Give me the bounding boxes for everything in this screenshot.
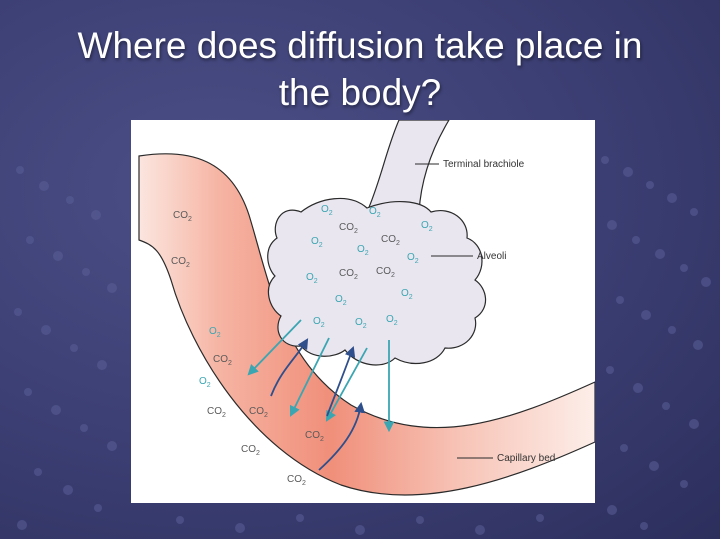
slide-title: Where does diffusion take place in the b… [20,22,700,116]
svg-text:O2: O2 [321,204,333,217]
terminal-brachiole-label: Terminal brachiole [443,159,525,170]
svg-text:CO2: CO2 [173,210,192,223]
svg-text:O2: O2 [421,220,433,233]
svg-text:CO2: CO2 [381,234,400,247]
o2-arrow-2 [289,337,330,417]
svg-text:CO2: CO2 [171,256,190,269]
alveolus [267,197,487,366]
svg-text:O2: O2 [199,376,211,389]
svg-text:O2: O2 [355,317,367,330]
capillary-bed [138,153,595,496]
svg-text:CO2: CO2 [339,222,358,235]
svg-text:O2: O2 [313,316,325,329]
co2-arrow-2 [326,345,356,417]
terminal-bronchiole [366,120,450,213]
svg-text:O2: O2 [209,326,221,339]
svg-text:CO2: CO2 [339,268,358,281]
co2-molecules: CO2 CO2 CO2 CO2 CO2 CO2 CO2 CO2 CO2 CO2 … [171,210,400,487]
capillary-bed-label: Capillary bed [497,453,555,464]
diagram-panel: CO2 CO2 CO2 CO2 CO2 CO2 CO2 CO2 CO2 CO2 … [131,120,595,503]
diffusion-diagram: CO2 CO2 CO2 CO2 CO2 CO2 CO2 CO2 CO2 CO2 … [138,120,595,496]
svg-text:CO2: CO2 [376,266,395,279]
o2-molecules: O2 O2 O2 O2 O2 O2 O2 O2 O2 O2 O2 O2 O2 O… [199,204,433,389]
alveoli-label: Alveoli [477,251,506,262]
svg-text:CO2: CO2 [213,354,232,367]
svg-text:CO2: CO2 [241,444,260,457]
co2-arrow-1 [270,338,309,397]
svg-text:O2: O2 [335,294,347,307]
o2-arrow-3 [325,347,368,422]
svg-text:O2: O2 [357,244,369,257]
svg-text:CO2: CO2 [249,406,268,419]
svg-text:O2: O2 [386,314,398,327]
svg-text:O2: O2 [311,236,323,249]
svg-text:CO2: CO2 [287,474,306,487]
svg-text:O2: O2 [306,272,318,285]
svg-text:CO2: CO2 [207,406,226,419]
svg-text:CO2: CO2 [305,430,324,443]
o2-arrow-1 [247,319,302,376]
co2-arrow-3 [318,401,366,471]
svg-text:O2: O2 [369,206,381,219]
svg-text:O2: O2 [407,252,419,265]
title-line-1: Where does diffusion take place in [77,25,643,66]
title-line-2: the body? [278,72,442,113]
svg-text:O2: O2 [401,288,413,301]
